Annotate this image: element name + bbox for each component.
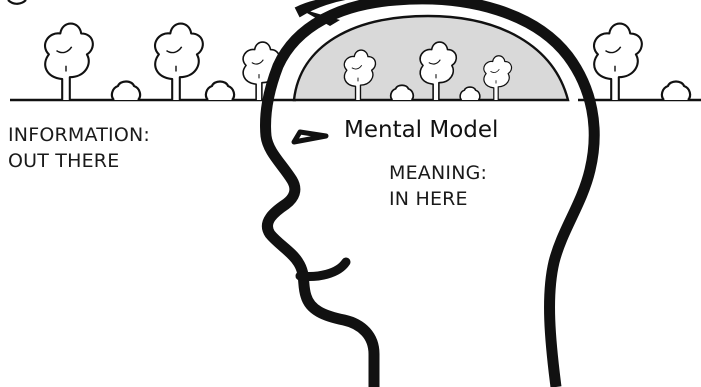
meaning-in-here-label: MEANING: IN HERE bbox=[389, 160, 487, 212]
outside-bush bbox=[110, 80, 142, 102]
inside-label-line1: MEANING: bbox=[389, 162, 488, 184]
eye bbox=[291, 129, 329, 145]
outside-tree-partial bbox=[7, 0, 27, 5]
outside-bush bbox=[660, 80, 692, 102]
inside-label-line2: IN HERE bbox=[389, 188, 468, 210]
mental-model-title: Mental Model bbox=[344, 117, 499, 143]
mouth bbox=[295, 257, 351, 281]
outside-label-line1: INFORMATION: bbox=[8, 124, 150, 146]
outside-tree bbox=[592, 22, 643, 102]
outside-bush bbox=[204, 80, 236, 102]
outside-tree bbox=[153, 22, 204, 102]
information-out-there-label: INFORMATION: OUT THERE bbox=[8, 122, 150, 174]
outside-tree bbox=[43, 22, 94, 102]
outside-label-line2: OUT THERE bbox=[8, 150, 120, 172]
